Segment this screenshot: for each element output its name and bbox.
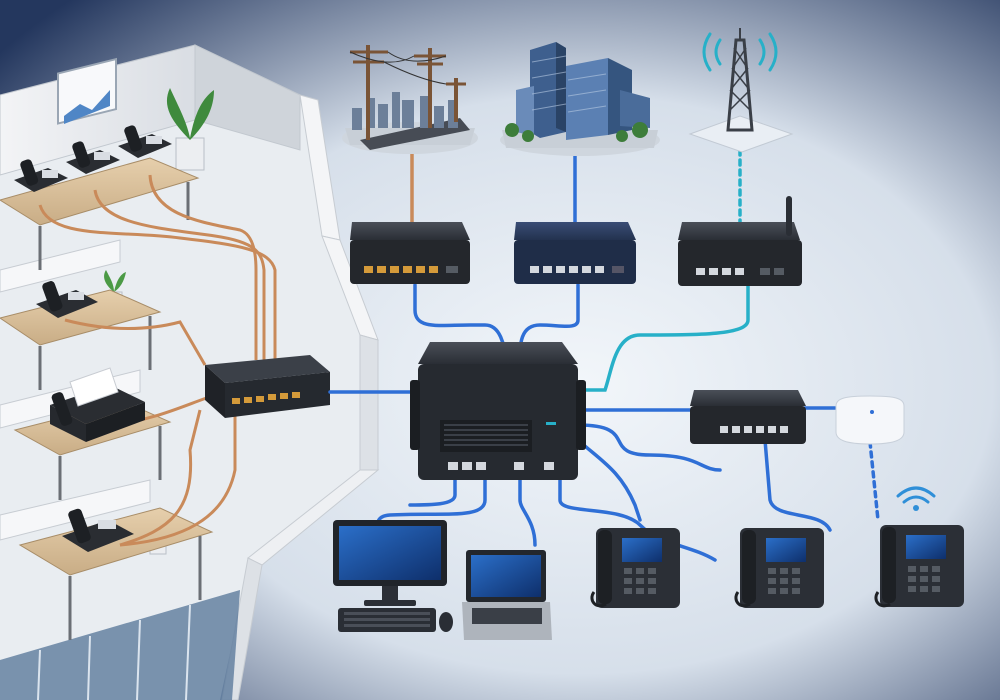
monitor-icon bbox=[333, 520, 453, 632]
laptop-icon bbox=[462, 550, 552, 640]
phone-icon bbox=[734, 528, 824, 608]
copper-modem bbox=[350, 222, 470, 284]
wireless-access-point bbox=[835, 395, 905, 445]
wireless-phone-icon bbox=[874, 486, 964, 608]
wireless-router bbox=[678, 196, 802, 286]
desk-switch bbox=[690, 390, 806, 444]
office-switch bbox=[205, 355, 330, 418]
fax-icon bbox=[50, 367, 145, 442]
network-cables bbox=[328, 148, 880, 562]
office-floor bbox=[0, 44, 380, 700]
desk-top bbox=[0, 157, 200, 270]
office-phones bbox=[14, 125, 172, 552]
phone-icon bbox=[590, 528, 680, 608]
building-icon bbox=[500, 42, 660, 156]
cell-tower-icon bbox=[688, 28, 794, 153]
power-pole-icon bbox=[342, 45, 478, 154]
core-pbx-gateway bbox=[410, 342, 586, 480]
wall-picture bbox=[57, 57, 117, 125]
potted-plant bbox=[166, 88, 214, 171]
fiber-router bbox=[514, 222, 636, 284]
